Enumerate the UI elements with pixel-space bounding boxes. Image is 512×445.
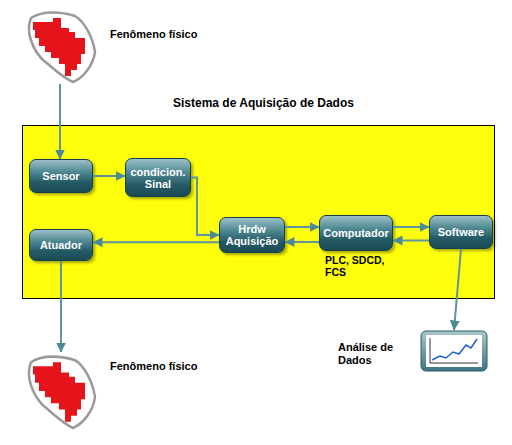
computer-box: Computador [319, 215, 393, 251]
software-box: Software [429, 215, 493, 249]
phenomenon-shape [23, 352, 97, 430]
chart-frame [421, 331, 487, 371]
phenomenon-fill [33, 362, 85, 422]
flow-arrow [93, 241, 219, 243]
flow-arrow [285, 241, 319, 243]
caption-text: Fenômeno físico [110, 360, 230, 373]
flow-arrow [393, 226, 429, 228]
caption-text: Análise de Dados [338, 341, 416, 367]
caption-text: Fenômeno físico [110, 28, 230, 41]
chart-icon [420, 330, 488, 372]
box-label: Software [435, 226, 487, 238]
actuator-box: Atuador [29, 229, 93, 261]
conditioning-box: condicion. Sinal [125, 158, 191, 197]
flow-arrow [285, 226, 319, 228]
box-label: Atuador [37, 239, 85, 251]
phenomenon-shape [23, 8, 97, 84]
flow-arrow [393, 240, 429, 242]
acquisition-system-band: Sistema de Aquisição de DadosSensorcondi… [22, 125, 495, 299]
sensor-box: Sensor [29, 159, 93, 193]
flow-arrow [59, 84, 61, 159]
physical-phenomenon: Fenômeno físico [23, 352, 97, 430]
acquisition-hardware-box: Hrdw Aquisição [219, 217, 285, 253]
chart-screen [426, 335, 482, 367]
box-label: condicion. Sinal [126, 166, 190, 190]
system-title: Sistema de Aquisição de Dados [173, 96, 413, 110]
controller-types: PLC, SDCD, FCS [325, 254, 391, 278]
physical-phenomenon: Fenômeno físico [23, 8, 97, 84]
box-label: Hrdw Aquisição [220, 223, 284, 247]
flow-arrow [191, 178, 219, 236]
box-label: Sensor [39, 170, 82, 182]
flow-arrow [60, 261, 62, 352]
phenomenon-outline [29, 357, 95, 428]
data-analysis-icon: Análise de Dados [420, 330, 488, 372]
chart-line [432, 339, 477, 360]
phenomenon-fill [33, 18, 85, 76]
phenomenon-outline [29, 13, 95, 83]
flow-arrow [93, 175, 125, 177]
box-label: Computador [320, 227, 391, 239]
chart-axis [430, 338, 478, 363]
flow-arrow [454, 249, 461, 330]
